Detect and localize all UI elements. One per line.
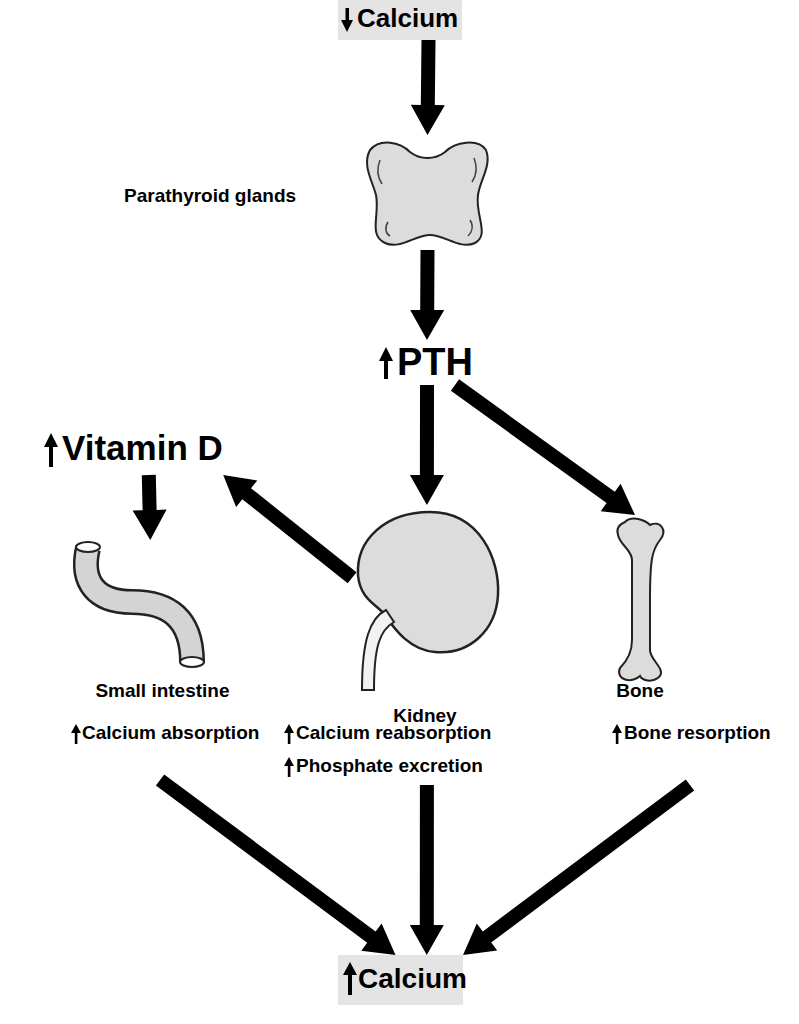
flow-arrow	[451, 379, 635, 515]
flow-arrow	[133, 475, 167, 540]
up-arrow-symbol	[379, 347, 393, 379]
organ-node: KidneyCalcium reabsorptionPhosphate excr…	[290, 505, 560, 785]
up-arrow-symbol	[284, 724, 294, 744]
flow-arrow	[156, 774, 396, 955]
vitamin-node: Vitamin D	[62, 425, 310, 475]
hormone-node: PTH	[397, 340, 477, 385]
effect-label: Phosphate excretion	[296, 755, 483, 777]
node-label: Calcium	[357, 4, 458, 34]
flow-arrow	[223, 475, 356, 583]
node-label: Vitamin D	[62, 428, 223, 468]
node-label: Calcium	[358, 963, 467, 995]
node-label: PTH	[397, 341, 473, 385]
calcium-box: Calcium	[338, 0, 462, 40]
parathyroid-illustration	[367, 143, 488, 245]
parathyroid-detail	[378, 158, 476, 236]
effect-label: Bone resorption	[624, 722, 771, 744]
organ-node: Small intestineCalcium absorption	[40, 540, 285, 780]
bone-illustration	[617, 519, 663, 681]
calcium-box: Calcium	[338, 955, 463, 1005]
flow-arrow	[463, 779, 694, 955]
intestine-opening	[76, 542, 100, 552]
flow-arrow	[410, 785, 444, 955]
effect-label: Calcium absorption	[82, 722, 259, 744]
flow-arrow	[410, 250, 444, 340]
node-label: Parathyroid glands	[124, 185, 296, 207]
node-label: Bone	[595, 680, 685, 702]
kidney-illustration	[358, 512, 498, 652]
node-label: Small intestine	[40, 680, 285, 702]
intestine-outline	[86, 548, 192, 662]
intestine-fill	[86, 548, 192, 662]
intestine-opening	[180, 657, 204, 667]
up-arrow-symbol	[44, 433, 58, 467]
up-arrow-symbol	[71, 724, 81, 744]
up-arrow-symbol	[612, 724, 622, 744]
flow-arrow	[411, 40, 445, 135]
up-arrow-symbol	[284, 757, 294, 777]
organ-node: BoneBone resorption	[595, 515, 795, 785]
kidney-ureter	[362, 610, 394, 690]
gland-node: Parathyroid glands	[120, 135, 495, 250]
effect-label: Calcium reabsorption	[296, 722, 491, 744]
flow-arrow	[410, 385, 444, 505]
